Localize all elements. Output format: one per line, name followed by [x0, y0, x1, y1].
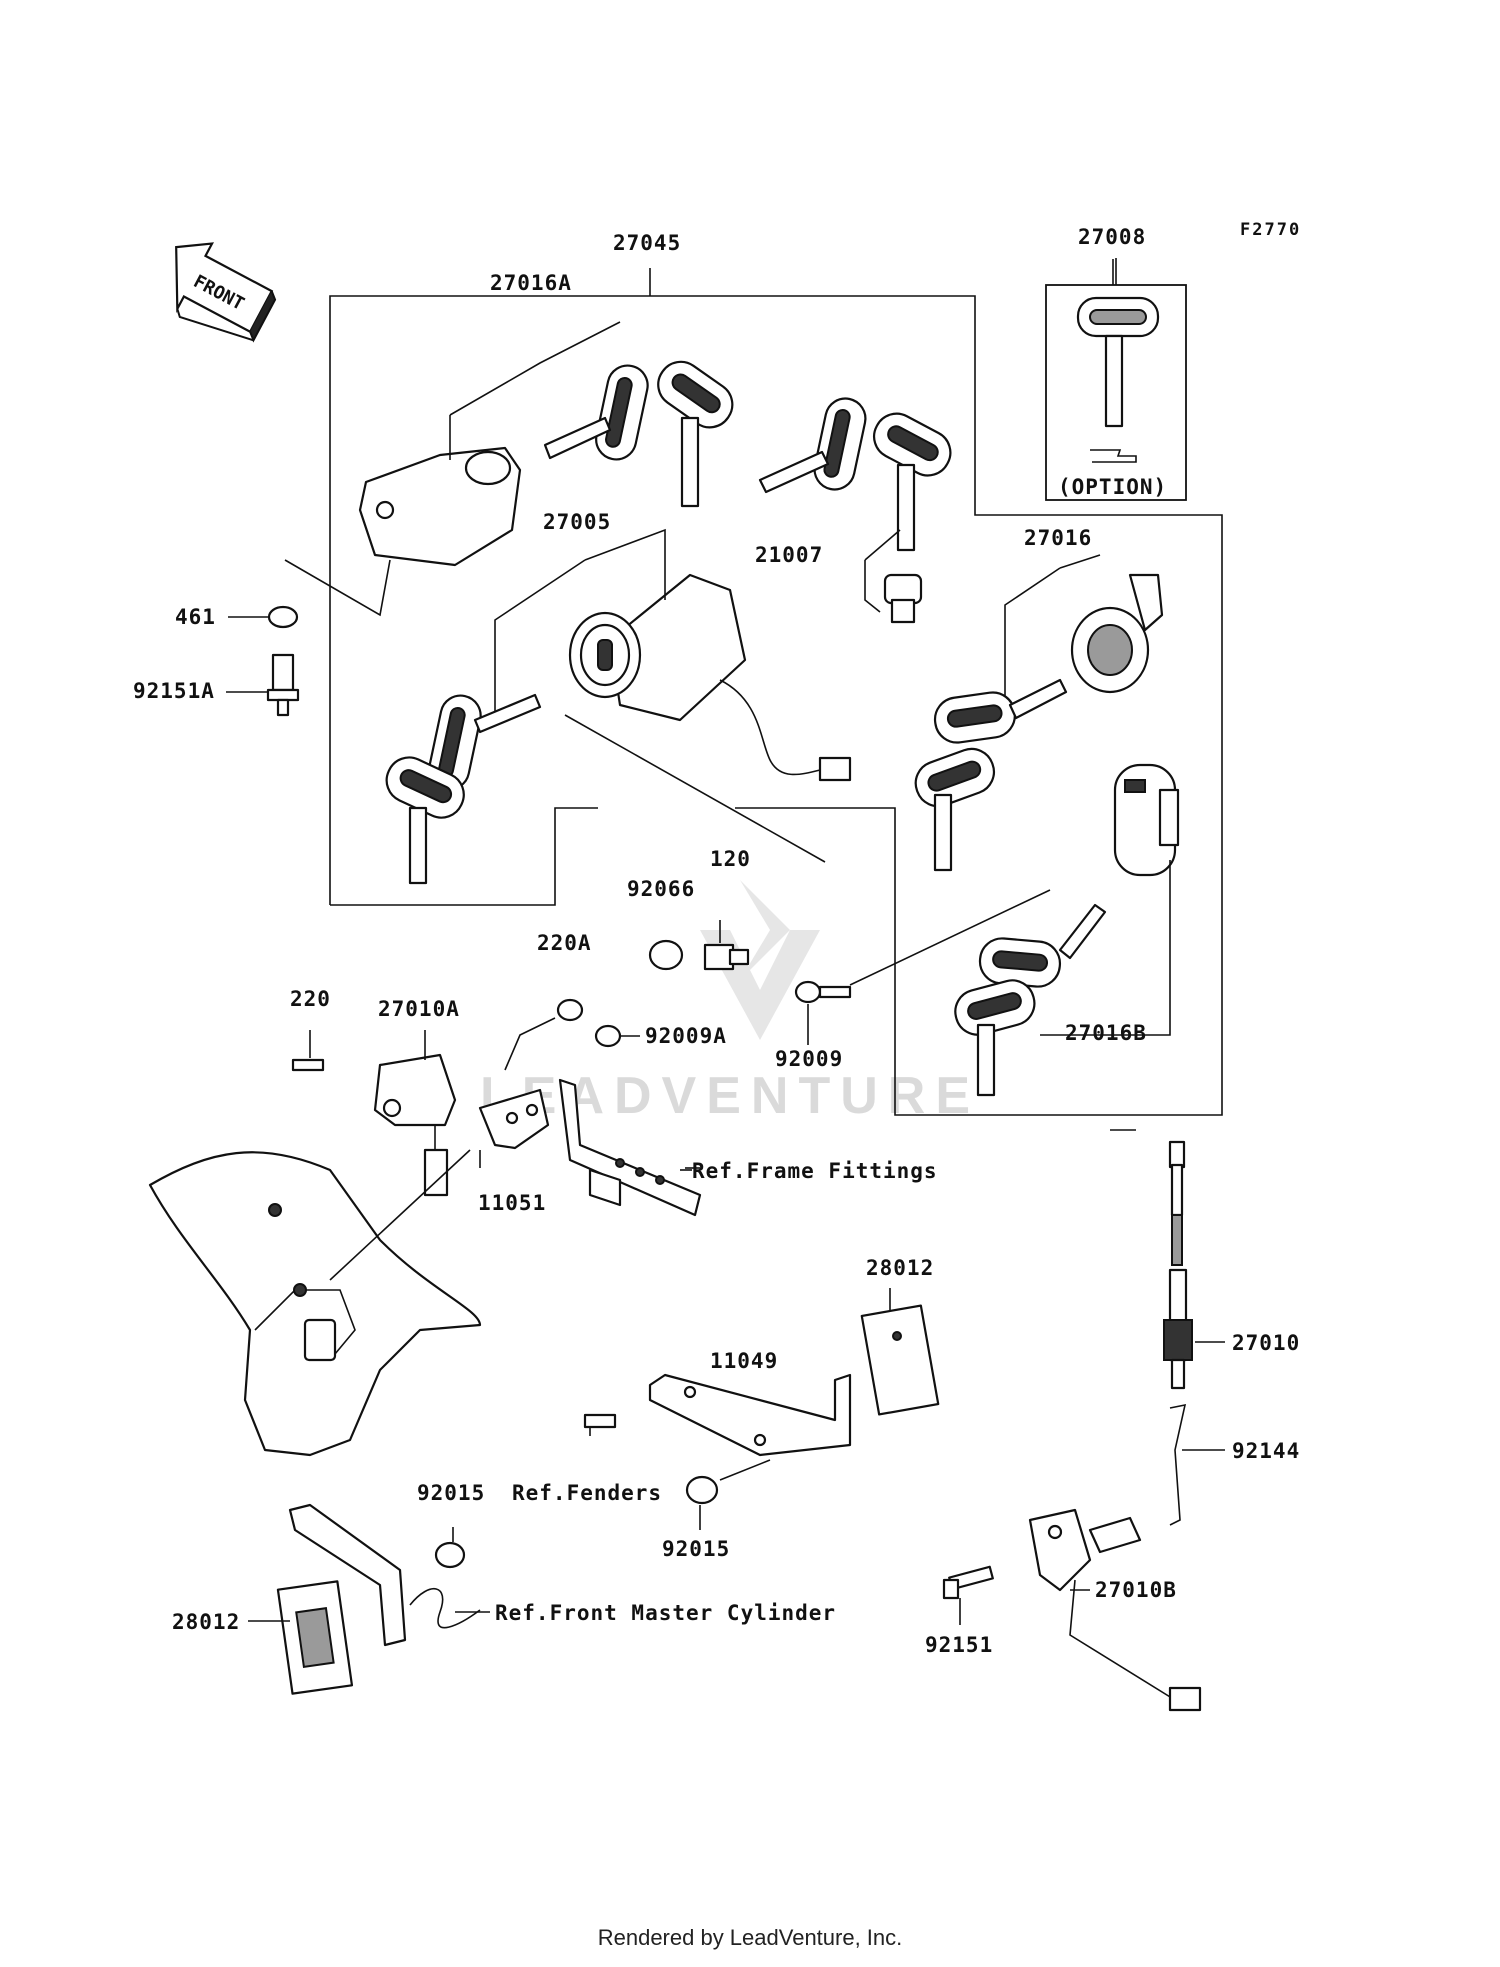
label-220: 220 — [290, 987, 331, 1011]
label-27005: 27005 — [543, 510, 611, 534]
label-27016A: 27016A — [490, 271, 572, 295]
label-92009A: 92009A — [645, 1024, 727, 1048]
option-label: (OPTION) — [1058, 475, 1167, 499]
ignition-switch-27005 — [494, 528, 852, 863]
reference-labels: Ref.Frame Fittings Ref.Fenders Ref.Front… — [495, 1159, 938, 1625]
label-92144: 92144 — [1232, 1439, 1300, 1463]
switch-27010 — [1163, 1140, 1193, 1526]
bracket-27010B — [942, 1508, 1202, 1712]
ref-frame-fittings: Ref.Frame Fittings — [692, 1159, 938, 1183]
ref-fenders: Ref.Fenders — [512, 1481, 662, 1505]
ref-front-master-cylinder: Ref.Front Master Cylinder — [495, 1601, 836, 1625]
label-27010B: 27010B — [1095, 1578, 1177, 1602]
label-11051: 11051 — [478, 1191, 546, 1215]
diagram-code: F2770 — [1240, 220, 1301, 240]
part-labels: 27045 27008 27016A 27005 21007 27016 461… — [133, 225, 1300, 1657]
label-27045: 27045 — [613, 231, 681, 255]
label-28012-upper: 28012 — [866, 1256, 934, 1280]
assembly-27045-bracket — [329, 268, 1223, 1116]
label-120: 120 — [710, 847, 751, 871]
label-92151: 92151 — [925, 1633, 993, 1657]
bracket-11049 — [583, 1288, 940, 1505]
keys-27016A — [543, 360, 734, 508]
label-21007: 21007 — [755, 543, 823, 567]
label-27008: 27008 — [1078, 225, 1146, 249]
front-arrow-icon: FRONT — [175, 242, 277, 343]
label-27016: 27016 — [1024, 526, 1092, 550]
label-27010: 27010 — [1232, 1331, 1300, 1355]
label-92015-left: 92015 — [417, 1481, 485, 1505]
lock-27016 — [914, 554, 1164, 872]
seat-lock-27016A — [358, 321, 621, 567]
small-parts — [266, 559, 852, 1072]
leader-lines — [226, 259, 1225, 1625]
bracket-11051 — [478, 1088, 550, 1150]
keys-21007 — [758, 397, 952, 624]
bracket-28012-lower — [276, 1503, 481, 1695]
label-28012-lower: 28012 — [172, 1610, 240, 1634]
watermark-text: LEADVENTURE — [480, 1067, 980, 1125]
label-461: 461 — [175, 605, 216, 629]
label-92066: 92066 — [627, 877, 695, 901]
label-27010A: 27010A — [378, 997, 460, 1021]
label-11049: 11049 — [710, 1349, 778, 1373]
watermark: LEADVENTURE — [480, 880, 980, 1125]
label-92151A: 92151A — [133, 679, 215, 703]
label-27016B: 27016B — [1065, 1021, 1147, 1045]
label-92015-right: 92015 — [662, 1537, 730, 1561]
switch-27010A — [373, 1030, 457, 1197]
key-option-27008: (OPTION) — [1045, 258, 1187, 501]
frame-section — [148, 1149, 482, 1457]
frame-fitting-bracket — [558, 1078, 702, 1217]
label-92009: 92009 — [775, 1047, 843, 1071]
footer-credit: Rendered by LeadVenture, Inc. — [597, 1925, 903, 1950]
keys-27005 — [385, 693, 542, 885]
lock-27016B — [849, 763, 1180, 1097]
label-220A: 220A — [537, 931, 592, 955]
